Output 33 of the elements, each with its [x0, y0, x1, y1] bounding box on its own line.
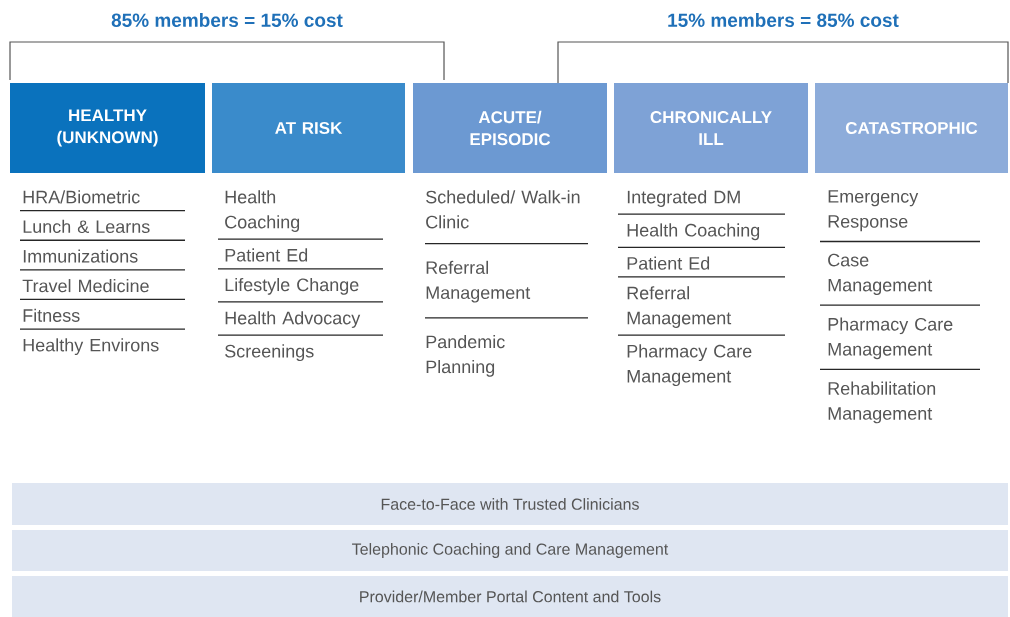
- list-item: Pandemic Planning: [426, 335, 505, 377]
- list-item: Health Coaching: [225, 190, 300, 232]
- channel-band: Provider/Member Portal Content and Tools: [12, 576, 1008, 617]
- category-box: ACUTE/ EPISODIC: [413, 83, 607, 173]
- list-item: Fitness: [23, 308, 80, 322]
- list-item: Patient Ed: [225, 248, 308, 262]
- category-box: CATASTROPHIC: [815, 83, 1008, 173]
- category-box: CHRONICALLY ILL: [614, 83, 808, 173]
- list-item: Pharmacy Care Management: [828, 317, 953, 360]
- list-item: Scheduled/ Walk-in Clinic: [426, 190, 580, 229]
- list-item: Referral Management: [627, 286, 732, 328]
- channel-band: Face-to-Face with Trusted Clinicians: [12, 483, 1008, 525]
- category-box: AT RISK: [212, 83, 405, 173]
- group-heading: 15% members = 85% cost: [668, 13, 899, 27]
- list-item: Health Advocacy: [225, 311, 361, 328]
- channel-band: Telephonic Coaching and Care Management: [12, 530, 1008, 571]
- list-item: Patient Ed: [627, 256, 710, 270]
- list-item: Immunizations: [23, 249, 138, 263]
- list-item: Integrated DM: [627, 190, 740, 207]
- category-box: HEALTHY (UNKNOWN): [10, 83, 205, 173]
- list-item: Healthy Environs: [23, 338, 159, 356]
- group-heading: 85% members = 15% cost: [111, 13, 343, 27]
- list-item: Health Coaching: [627, 223, 760, 241]
- list-item: Travel Medicine: [22, 279, 149, 293]
- list-item: Lifestyle Change: [225, 278, 359, 295]
- list-item: Rehabilitation Management: [828, 381, 936, 424]
- list-item: Referral Management: [426, 260, 531, 303]
- list-item: Pharmacy Care Management: [627, 344, 752, 387]
- list-item: Case Management: [828, 253, 933, 295]
- list-item: Emergency Response: [828, 190, 919, 232]
- list-item: HRA/Biometric: [23, 190, 140, 204]
- list-item: Lunch & Learns: [23, 219, 150, 234]
- list-item: Screenings: [225, 344, 314, 362]
